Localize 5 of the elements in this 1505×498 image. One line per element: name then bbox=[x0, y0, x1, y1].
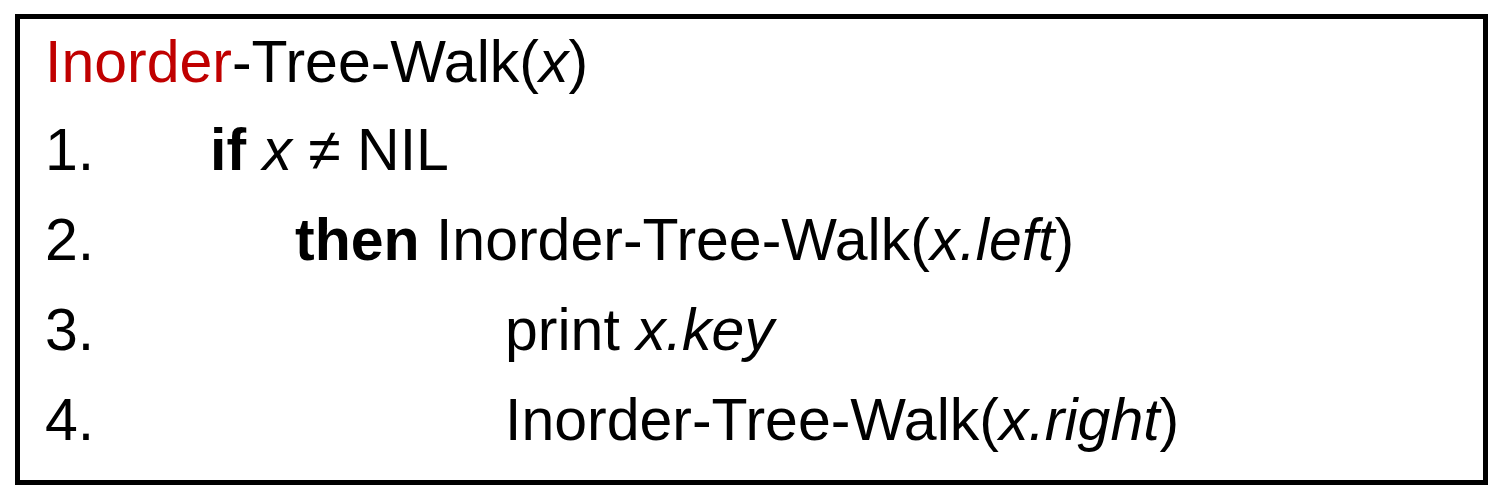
code-line: 4. Inorder-Tree-Walk(x.right) bbox=[45, 386, 1180, 455]
code-line: 2. then Inorder-Tree-Walk(x.left) bbox=[45, 206, 1075, 275]
procedure-heading: Inorder-Tree-Walk(x) bbox=[45, 28, 589, 97]
code-line: 1. if x ≠ NIL bbox=[45, 116, 449, 185]
pseudocode-box bbox=[15, 14, 1488, 485]
